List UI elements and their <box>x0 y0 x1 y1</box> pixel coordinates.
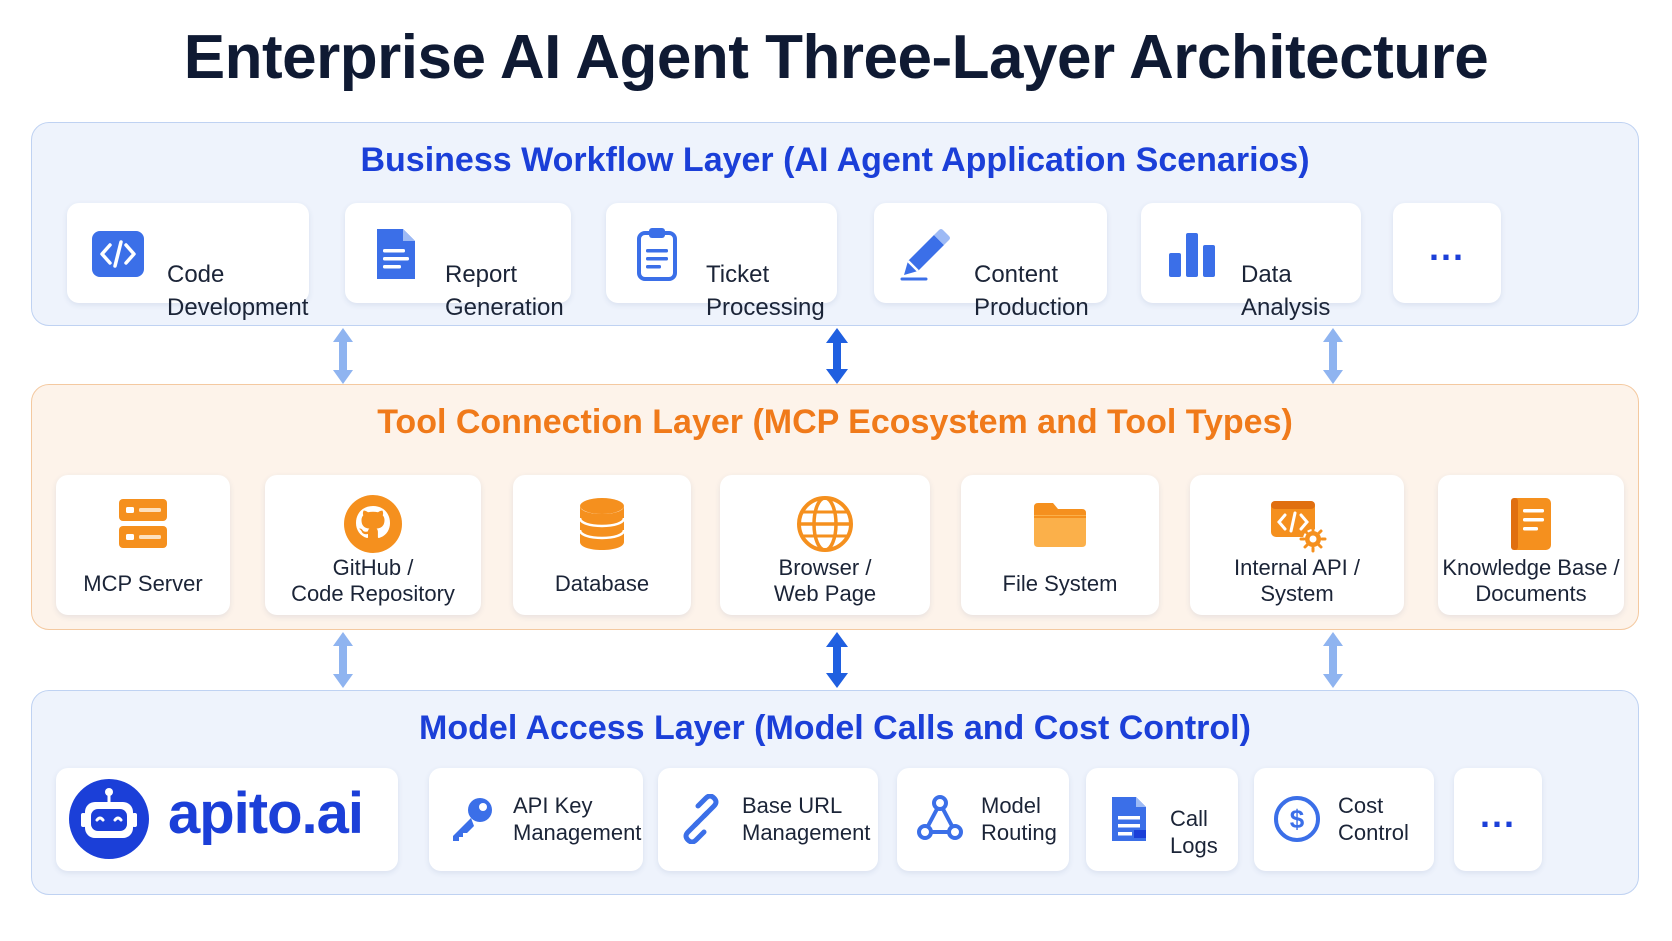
svg-text:$: $ <box>1290 804 1305 834</box>
model-access-layer: Model Access Layer (Model Calls and Cost… <box>31 690 1639 895</box>
github-icon <box>344 495 402 553</box>
more-scenarios-card[interactable]: ... <box>1393 203 1501 303</box>
robot-logo-icon <box>69 779 149 859</box>
business-layer-title: Business Workflow Layer (AI Agent Applic… <box>360 141 1310 179</box>
more-icon: ... <box>1428 227 1465 268</box>
card-label: GitHub /Code Repository <box>291 555 455 606</box>
bar-chart-icon <box>1169 233 1215 277</box>
card-database[interactable]: Database <box>513 475 691 615</box>
report-icon <box>377 229 415 279</box>
key-icon <box>453 798 492 841</box>
tool-connection-layer: Tool Connection Layer (MCP Ecosystem and… <box>31 384 1639 630</box>
card-label: Browser /Web Page <box>773 555 877 606</box>
business-workflow-layer: Business Workflow Layer (AI Agent Applic… <box>31 122 1639 326</box>
card-mcp-server[interactable]: MCP Server <box>56 475 230 615</box>
card-label: Call Logs <box>1170 806 1218 858</box>
link-icon <box>683 794 719 844</box>
card-label: Internal API /System <box>1234 555 1360 606</box>
card-label: Knowledge Base /Documents <box>1442 555 1620 606</box>
dollar-icon: $ <box>1274 796 1320 842</box>
brand-name: apito.ai <box>168 781 364 846</box>
card-label: File System <box>1002 571 1118 596</box>
bidirectional-arrow-light <box>333 632 353 688</box>
bidirectional-arrow-dark <box>826 328 848 384</box>
api-gear-icon <box>1271 501 1327 553</box>
clipboard-icon <box>637 228 677 281</box>
apito-brand-card[interactable]: apito.ai <box>56 768 398 871</box>
card-github-code-repository[interactable]: GitHub /Code Repository <box>265 475 481 615</box>
page-title: Enterprise AI Agent Three-Layer Architec… <box>183 23 1489 92</box>
card-call-logs[interactable]: Call Logs <box>1086 768 1238 871</box>
routing-icon <box>917 795 963 840</box>
more-model-features-card[interactable]: ... <box>1454 768 1542 871</box>
more-icon: ... <box>1479 794 1516 835</box>
bidirectional-arrow-light <box>1323 328 1343 384</box>
log-icon <box>1112 797 1146 841</box>
tool-layer-title: Tool Connection Layer (MCP Ecosystem and… <box>377 403 1293 441</box>
globe-icon <box>797 496 853 552</box>
pencil-icon <box>900 229 950 281</box>
code-icon <box>92 231 144 277</box>
bidirectional-arrow-light <box>1323 632 1343 688</box>
database-icon <box>578 498 626 550</box>
folder-icon <box>1034 503 1086 547</box>
bidirectional-arrow-dark <box>826 632 848 688</box>
server-icon <box>119 499 167 548</box>
card-knowledge-base-documents[interactable]: Knowledge Base /Documents <box>1438 475 1624 615</box>
document-icon <box>1511 498 1551 550</box>
bidirectional-arrow-light <box>333 328 353 384</box>
card-file-system[interactable]: File System <box>961 475 1159 615</box>
card-label: MCP Server <box>83 571 203 596</box>
model-layer-title: Model Access Layer (Model Calls and Cost… <box>419 709 1251 747</box>
card-label: Database <box>554 571 650 596</box>
card-internal-api-system[interactable]: Internal API /System <box>1190 475 1404 615</box>
card-browser-web-page[interactable]: Browser /Web Page <box>720 475 930 615</box>
